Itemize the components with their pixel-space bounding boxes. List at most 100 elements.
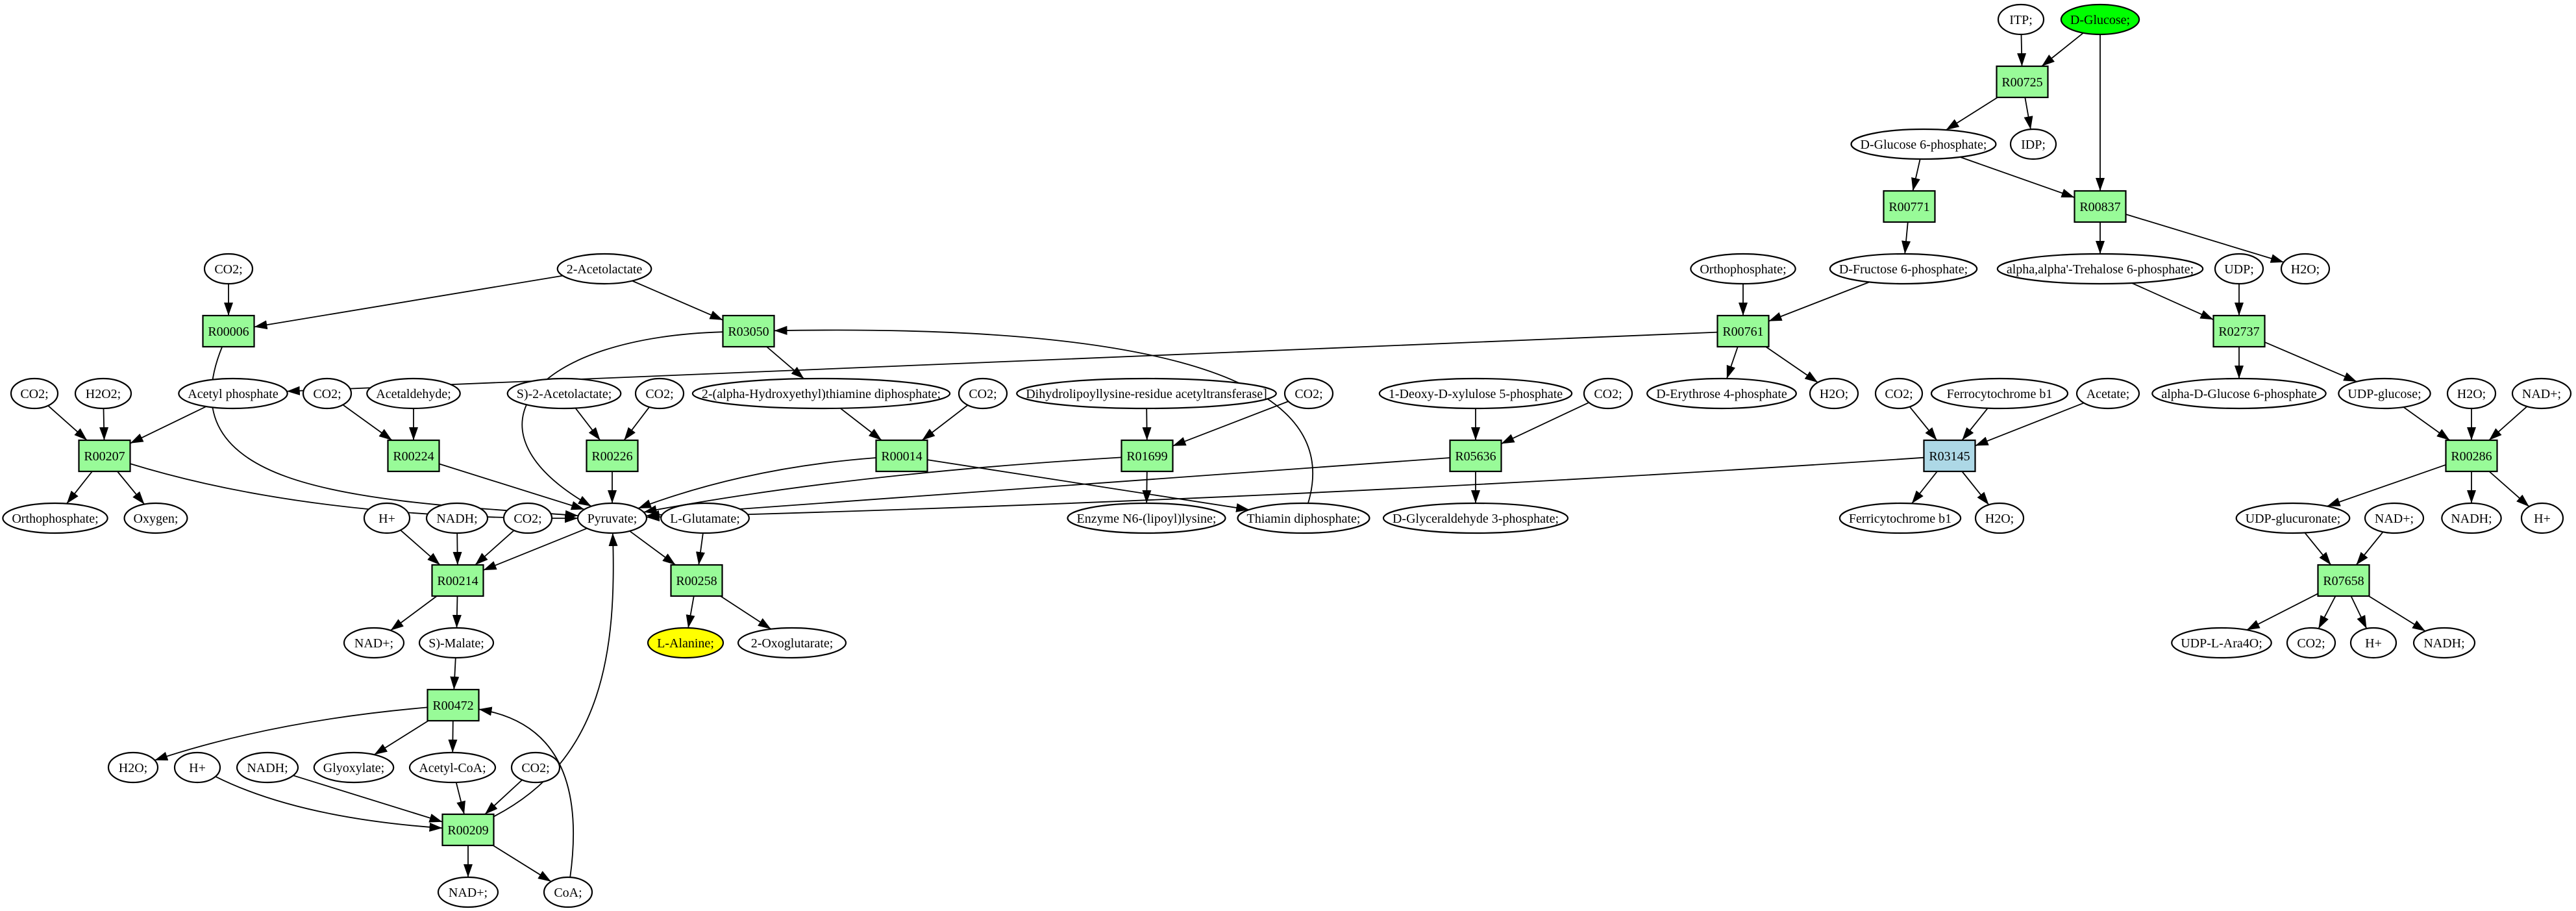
edge-R00761-to-acp bbox=[286, 331, 1718, 395]
compound-ellipse bbox=[1016, 377, 1277, 410]
compound-node-oxo[interactable]: 2-Oxoglutarate; bbox=[737, 627, 847, 659]
reaction-node-R03145[interactable]: R03145 bbox=[1923, 439, 1976, 473]
compound-node-udpgla[interactable]: UDP-glucuronate; bbox=[2235, 502, 2351, 534]
edge-R00258-to-oxo bbox=[720, 595, 772, 630]
compound-node-co2h[interactable]: CO2; bbox=[1874, 377, 1924, 410]
compound-node-gap[interactable]: D-Glyceraldehyde 3-phosphate; bbox=[1382, 502, 1569, 534]
compound-node-udpara[interactable]: UDP-L-Ara4O; bbox=[2171, 627, 2272, 659]
compound-node-pyr[interactable]: Pyruvate; bbox=[576, 502, 648, 534]
compound-node-nad1[interactable]: NAD+; bbox=[2511, 377, 2572, 410]
compound-node-acald[interactable]: Acetaldehyde; bbox=[366, 377, 461, 410]
compound-node-udp[interactable]: UDP; bbox=[2214, 253, 2264, 285]
compound-node-nad4[interactable]: NAD+; bbox=[437, 876, 499, 908]
reaction-box bbox=[1121, 439, 1174, 473]
compound-ellipse bbox=[2446, 377, 2497, 410]
compound-node-tre6p[interactable]: alpha,alpha'-Trehalose 6-phosphate; bbox=[1996, 253, 2204, 285]
compound-node-co2c[interactable]: CO2; bbox=[302, 377, 353, 410]
compound-node-hp4[interactable]: H+ bbox=[173, 751, 221, 784]
compound-node-glc[interactable]: D-Glucose; bbox=[2060, 3, 2140, 36]
reaction-node-R00207[interactable]: R00207 bbox=[78, 439, 131, 473]
node-label: Acetyl-CoA; bbox=[419, 761, 486, 775]
compound-node-hp3[interactable]: H+ bbox=[2349, 627, 2397, 659]
compound-node-co2a[interactable]: CO2; bbox=[203, 253, 254, 285]
reaction-node-R00224[interactable]: R00224 bbox=[387, 439, 440, 473]
compound-node-udpg[interactable]: UDP-glucose; bbox=[2338, 377, 2431, 410]
compound-node-nadh4[interactable]: NADH; bbox=[236, 751, 299, 784]
compound-node-sacl[interactable]: S)-2-Acetolactate; bbox=[506, 377, 622, 410]
compound-node-h2o6[interactable]: H2O; bbox=[107, 751, 159, 784]
compound-node-hp1[interactable]: H+ bbox=[363, 502, 411, 534]
compound-node-dlat[interactable]: Dihydrolipoyllysine-residue acetyltransf… bbox=[1016, 377, 1277, 410]
compound-node-mal[interactable]: S)-Malate; bbox=[418, 627, 495, 659]
compound-node-acet[interactable]: Acetate; bbox=[2075, 377, 2140, 410]
compound-node-co2k[interactable]: CO2; bbox=[510, 751, 561, 784]
edge-acl-to-R00006 bbox=[254, 275, 564, 330]
compound-node-accoa[interactable]: Acetyl-CoA; bbox=[408, 751, 497, 784]
reaction-box bbox=[1449, 439, 1502, 473]
reaction-node-R00209[interactable]: R00209 bbox=[441, 813, 495, 847]
compound-node-nadh1[interactable]: NADH; bbox=[425, 502, 489, 534]
compound-node-nad3[interactable]: NAD+; bbox=[343, 627, 405, 659]
compound-node-dxp[interactable]: 1-Deoxy-D-xylulose 5-phosphate bbox=[1378, 377, 1573, 410]
compound-node-co2j[interactable]: CO2; bbox=[2286, 627, 2336, 659]
compound-node-h2o3[interactable]: H2O; bbox=[1809, 377, 1859, 410]
reaction-node-R00837[interactable]: R00837 bbox=[2074, 190, 2127, 223]
compound-node-thdp[interactable]: Thiamin diphosphate; bbox=[1237, 502, 1370, 534]
compound-ellipse bbox=[178, 377, 288, 410]
compound-node-co2e[interactable]: CO2; bbox=[958, 377, 1008, 410]
compound-node-oxy[interactable]: Oxygen; bbox=[123, 502, 188, 534]
compound-node-ferri[interactable]: Ferricytochrome b1 bbox=[1839, 502, 1962, 534]
compound-node-h2o1[interactable]: H2O; bbox=[2280, 253, 2331, 285]
compound-ellipse bbox=[203, 253, 254, 285]
compound-node-hp2[interactable]: H+ bbox=[2520, 502, 2564, 534]
compound-node-glx[interactable]: Glyoxylate; bbox=[313, 751, 395, 784]
compound-node-acl[interactable]: 2-Acetolactate bbox=[556, 253, 652, 285]
compound-node-co2d[interactable]: CO2; bbox=[634, 377, 685, 410]
reaction-node-R02737[interactable]: R02737 bbox=[2212, 314, 2266, 348]
compound-node-idp[interactable]: IDP; bbox=[2009, 128, 2057, 160]
reaction-node-R00286[interactable]: R00286 bbox=[2445, 439, 2498, 473]
reaction-node-R07658[interactable]: R07658 bbox=[2317, 564, 2370, 597]
reaction-node-R00472[interactable]: R00472 bbox=[427, 688, 480, 722]
compound-node-lipo[interactable]: Enzyme N6-(lipoyl)lysine; bbox=[1067, 502, 1226, 534]
node-label: H+ bbox=[378, 512, 395, 526]
compound-node-e4p[interactable]: D-Erythrose 4-phosphate bbox=[1646, 377, 1797, 410]
compound-node-itp[interactable]: ITP; bbox=[1997, 3, 2045, 36]
reaction-node-R03050[interactable]: R03050 bbox=[722, 314, 775, 348]
compound-node-coa[interactable]: CoA; bbox=[543, 876, 593, 908]
compound-node-nadh3[interactable]: NADH; bbox=[2412, 627, 2476, 659]
compound-node-glu[interactable]: L-Glutamate; bbox=[660, 502, 750, 534]
edge-R00837-to-h2o1 bbox=[2125, 214, 2285, 263]
compound-node-ala[interactable]: L-Alanine; bbox=[647, 627, 724, 659]
compound-node-co2b[interactable]: CO2; bbox=[10, 377, 59, 410]
compound-node-h2o2[interactable]: H2O2; bbox=[74, 377, 132, 410]
reaction-node-R00258[interactable]: R00258 bbox=[670, 564, 723, 597]
reaction-node-R01699[interactable]: R01699 bbox=[1121, 439, 1174, 473]
compound-node-f6p[interactable]: D-Fructose 6-phosphate; bbox=[1829, 253, 1978, 285]
reaction-node-R00725[interactable]: R00725 bbox=[1996, 65, 2049, 99]
compound-node-nad2[interactable]: NAD+; bbox=[2364, 502, 2425, 534]
compound-ellipse bbox=[691, 377, 951, 410]
reaction-node-R00014[interactable]: R00014 bbox=[875, 439, 928, 473]
compound-node-orth2[interactable]: Orthophosphate; bbox=[2, 502, 108, 534]
compound-node-orth1[interactable]: Orthophosphate; bbox=[1690, 253, 1796, 285]
compound-node-co2f[interactable]: CO2; bbox=[1283, 377, 1334, 410]
reaction-node-R05636[interactable]: R05636 bbox=[1449, 439, 1502, 473]
node-label: NADH; bbox=[247, 761, 288, 775]
reaction-node-R00761[interactable]: R00761 bbox=[1716, 314, 1770, 348]
compound-node-acp[interactable]: Acetyl phosphate bbox=[178, 377, 288, 410]
compound-node-co2g[interactable]: CO2; bbox=[1583, 377, 1633, 410]
compound-node-h2o4[interactable]: H2O; bbox=[2446, 377, 2497, 410]
compound-node-co2i[interactable]: CO2; bbox=[502, 502, 553, 534]
compound-node-ag6p[interactable]: alpha-D-Glucose 6-phosphate bbox=[2151, 377, 2327, 410]
compound-node-nadh2[interactable]: NADH; bbox=[2441, 502, 2502, 534]
compound-node-hetpp[interactable]: 2-(alpha-Hydroxyethyl)thiamine diphospha… bbox=[691, 377, 951, 410]
reaction-node-R00226[interactable]: R00226 bbox=[586, 439, 639, 473]
reaction-node-R00214[interactable]: R00214 bbox=[431, 564, 484, 597]
compound-node-h2o5[interactable]: H2O; bbox=[1974, 502, 2025, 534]
reaction-node-R00006[interactable]: R00006 bbox=[202, 314, 255, 348]
compound-node-g6p[interactable]: D-Glucose 6-phosphate; bbox=[1850, 128, 1997, 160]
node-label: D-Glyceraldehyde 3-phosphate; bbox=[1393, 512, 1559, 526]
compound-node-ferro[interactable]: Ferrocytochrome b1 bbox=[1930, 377, 2069, 410]
reaction-node-R00771[interactable]: R00771 bbox=[1883, 190, 1936, 223]
